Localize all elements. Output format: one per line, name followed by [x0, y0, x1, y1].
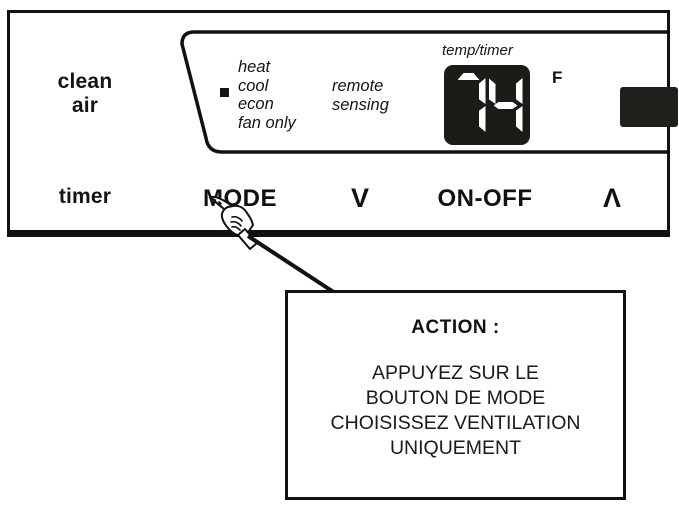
filled-square-indicator-icon: [220, 88, 229, 97]
segment-g: [494, 102, 518, 109]
mode-item-fan-only: fan only: [238, 113, 296, 132]
air-conditioner-control-panel: clean air timer heat cool econ fan only …: [7, 10, 678, 237]
mode-list: heat cool econ fan only: [238, 58, 348, 132]
timer-label: timer: [58, 185, 112, 208]
segment-b: [516, 78, 523, 104]
callout-body: APPUYEZ SUR LE BOUTON DE MODE CHOISISSEZ…: [288, 361, 623, 461]
temp-timer-caption: temp/timer: [442, 42, 513, 59]
segment-c: [516, 106, 523, 132]
segment-f: [489, 78, 496, 104]
callout-line-2: BOUTON DE MODE: [365, 387, 546, 409]
mode-item-heat: heat: [238, 58, 271, 76]
clean-air-label: clean air: [57, 70, 113, 117]
action-callout-box: ACTION : APPUYEZ SUR LE BOUTON DE MODE C…: [285, 290, 626, 500]
callout-line-4: UNIQUEMENT: [389, 437, 522, 459]
lcd-digit-1: [451, 72, 487, 138]
segment-a: [458, 73, 480, 80]
infrared-receiver-window: [620, 87, 678, 127]
chevron-up-icon[interactable]: Λ: [602, 183, 621, 213]
segment-b: [479, 78, 486, 104]
segment-c: [479, 106, 486, 132]
mode-item-econ: econ: [238, 95, 274, 113]
callout-title: ACTION :: [411, 317, 500, 338]
callout-line-1: APPUYEZ SUR LE: [372, 362, 539, 384]
lcd-digit-2: [488, 72, 524, 138]
on-off-button[interactable]: ON-OFF: [437, 185, 533, 212]
remote-sensing-label: remote sensing: [332, 77, 389, 114]
mode-item-cool: cool: [238, 76, 269, 95]
chevron-down-icon[interactable]: V: [350, 183, 369, 213]
callout-line-3: CHOISISSEZ VENTILATION: [330, 412, 581, 434]
temperature-unit-label: F: [552, 68, 563, 87]
pointing-hand-icon: [205, 193, 265, 251]
temp-timer-lcd-display: [444, 65, 530, 145]
